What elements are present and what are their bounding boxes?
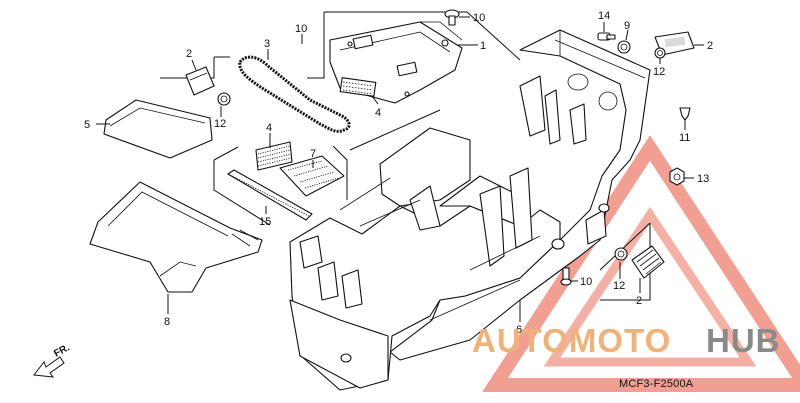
front-direction-marker: FR. [33,342,72,378]
callout-4-upper: 4 [375,107,381,119]
callout-3: 3 [264,38,270,50]
callout-6: 6 [516,324,522,336]
watermark-text-hub: HUB [706,322,781,359]
part-nut-12-right [654,47,666,59]
part-lower-cover [89,181,263,293]
watermark-text-automoto: AUTOMOTO [472,322,671,359]
callout-2-lower: 2 [636,295,642,307]
callout-11: 11 [679,132,690,144]
part-seal-band [238,55,351,133]
callout-8: 8 [164,316,170,328]
part-bolt-10-lower [560,267,572,286]
front-label: FR. [52,342,72,359]
callout-12-right: 12 [653,66,665,78]
part-bracket-right-lower [631,245,665,279]
watermark-triangle-outer [482,135,800,392]
callout-2-left: 2 [186,48,192,60]
part-strip-15 [227,169,313,221]
part-filter-7 [279,155,345,197]
front-arrow-icon [33,356,65,378]
callout-7: 7 [310,148,316,160]
callout-10-lower: 10 [580,276,592,288]
callout-12-left: 12 [214,118,226,130]
watermark-text: AUTOMOTO HUB [472,322,781,359]
part-side-panel [103,99,213,159]
watermark-logo [482,135,800,392]
part-nut-12-lower [614,247,628,261]
group-outline-upper [160,11,521,151]
callout-1: 1 [480,40,486,52]
callout-15: 15 [259,216,271,228]
callout-5: 5 [84,119,90,131]
callouts: 10 1 4 3 10 2 12 5 4 7 14 9 2 12 11 13 1… [84,10,713,336]
part-pad-upper [339,77,377,97]
callout-10-mid: 10 [295,23,307,35]
part-clip-11 [679,107,691,121]
callout-14: 14 [598,10,610,22]
part-nut-13 [669,167,685,186]
part-nut-12-left [217,92,231,106]
callout-12-lower: 12 [613,280,625,292]
part-bolt-10-top [444,9,460,26]
watermark-triangle-inner [543,206,757,367]
part-main-tray [289,29,651,391]
part-bolt-14 [597,32,616,41]
group-outline-filters [213,145,348,226]
leader-lines [96,16,704,322]
callout-2-right: 2 [707,40,713,52]
part-filter-4 [255,141,293,171]
callout-10-top: 10 [473,12,485,24]
callout-9: 9 [624,20,630,32]
part-bolt-9 [617,40,631,54]
drawing-code: MCF3-F2500A [619,378,694,390]
callout-4-filter: 4 [266,122,272,134]
callout-13: 13 [697,173,709,185]
part-bracket-left [185,66,215,96]
